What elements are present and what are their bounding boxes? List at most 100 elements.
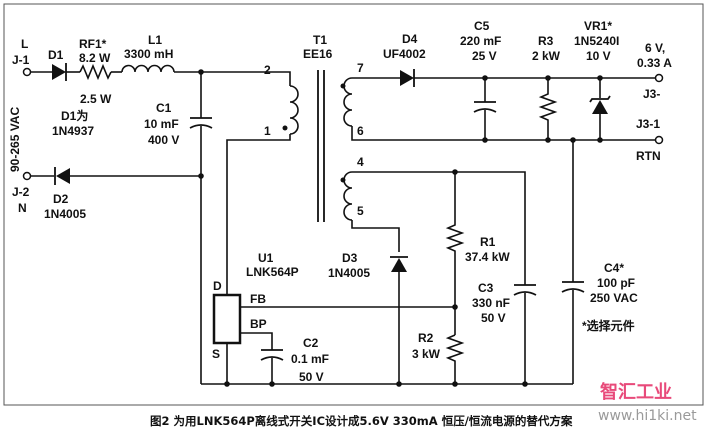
c5-name: C5 — [474, 19, 490, 33]
j3-label: J3- — [643, 87, 660, 101]
j1-letter: L — [21, 37, 28, 51]
inductor-l1 — [121, 64, 175, 73]
wire-pin4 — [352, 171, 526, 285]
r1-value: 37.4 kW — [465, 250, 510, 264]
r3-value: 2 kW — [532, 49, 561, 63]
vac-label: 90-265 VAC — [8, 107, 22, 172]
wire-pin1 — [226, 134, 291, 295]
out-voltage: 6 V, — [645, 41, 665, 55]
transformer-core — [317, 70, 325, 222]
capacitor-c5 — [473, 101, 497, 113]
watermark-url: www.hi1ki.net — [598, 408, 697, 424]
c4-voltage: 250 VAC — [590, 291, 638, 305]
c2-value: 0.1 mF — [291, 352, 329, 366]
terminal-j2 — [22, 171, 32, 181]
wire-bp — [240, 332, 273, 350]
c1-name: C1 — [156, 101, 172, 115]
j2-letter: N — [18, 201, 27, 215]
pin-d-label: D — [213, 279, 222, 293]
vr1-voltage: 10 V — [586, 49, 611, 63]
junction-c1-bottom — [198, 173, 204, 179]
out-current: 0.33 A — [637, 56, 672, 70]
junction-vr1-bottom — [597, 137, 603, 143]
c3-voltage: 50 V — [481, 311, 506, 325]
u1-name: U1 — [258, 251, 274, 265]
c2-name: C2 — [303, 336, 319, 350]
pin6-label: 6 — [357, 124, 364, 138]
vr1-name: VR1* — [584, 19, 612, 33]
figure-caption: 图2 为用LNK564P离线式开关IC设计成5.6V 330mA 恒压/恒流电源… — [150, 414, 573, 428]
r1-name: R1 — [480, 235, 496, 249]
input-terminals: L J-1 J-2 N 90-265 VAC — [8, 37, 32, 215]
j2-label: J-2 — [12, 185, 30, 199]
capacitor-c2 — [260, 349, 284, 361]
d3-name: D3 — [342, 251, 358, 265]
l1-name: L1 — [148, 33, 162, 47]
r2-name: R2 — [418, 331, 434, 345]
pin-s-label: S — [212, 347, 220, 361]
c1-voltage: 400 V — [148, 133, 179, 147]
c5-value: 220 mF — [460, 34, 501, 48]
r3-name: R3 — [538, 34, 554, 48]
watermark-logo: 智汇工业 — [600, 381, 672, 403]
bias-dot — [340, 177, 346, 183]
pin7-label: 7 — [357, 61, 364, 75]
vr1-part: 1N5240I — [574, 34, 619, 48]
c1-value: 10 mF — [144, 117, 179, 131]
pin1-label: 1 — [264, 124, 271, 138]
d1-alt-line1: D1为 — [61, 108, 88, 123]
rtn-label: RTN — [636, 149, 661, 163]
figure-frame — [3, 3, 704, 406]
wire-pin6-return — [351, 126, 655, 141]
c5-voltage: 25 V — [472, 49, 497, 63]
resistor-r3 — [538, 78, 558, 140]
j1-label: J-1 — [12, 53, 30, 67]
c4-value: 100 pF — [597, 276, 635, 290]
c2-voltage: 50 V — [299, 370, 324, 384]
t1-name: T1 — [313, 33, 327, 47]
l1-value: 3300 mH — [124, 47, 173, 61]
u1-part: LNK564P — [246, 265, 299, 279]
c4-name: C4* — [604, 261, 624, 275]
junction-c4-top — [570, 137, 576, 143]
d1-alt-line2: 1N4937 — [52, 124, 94, 138]
primary-dot — [282, 125, 288, 131]
pin2-label: 2 — [264, 63, 271, 77]
rf1-value: 8.2 W — [79, 51, 111, 65]
pin4-label: 4 — [357, 155, 364, 169]
wire-input-rail — [174, 71, 291, 86]
junction-c5-bottom — [482, 137, 488, 143]
d2-name: D2 — [53, 192, 69, 206]
d4-name: D4 — [402, 32, 418, 46]
terminal-rtn — [654, 135, 664, 145]
j3-1-label: J3-1 — [636, 117, 660, 131]
optional-note: *选择元件 — [582, 318, 635, 333]
terminal-j3 — [654, 73, 664, 83]
resistor-r2 — [445, 334, 465, 384]
c3-value: 330 nF — [472, 296, 510, 310]
diode-d4 — [400, 69, 415, 87]
t1-core: EE16 — [303, 47, 333, 61]
secondary-dot — [340, 83, 346, 89]
d1-name: D1 — [48, 48, 64, 62]
r2-value: 3 kW — [412, 347, 441, 361]
pin5-label: 5 — [357, 204, 364, 218]
diode-d2 — [54, 167, 70, 185]
ic-u1 — [212, 293, 242, 345]
capacitor-c1 — [189, 117, 213, 129]
capacitor-c3 — [513, 284, 537, 296]
junction-r3-bottom — [545, 137, 551, 143]
resistor-rf1 — [79, 63, 112, 81]
d4-part: UF4002 — [383, 47, 426, 61]
pin-bp-label: BP — [250, 317, 267, 331]
terminal-j1 — [22, 67, 32, 77]
resistor-r1 — [445, 172, 465, 335]
diode-d1 — [52, 63, 67, 81]
capacitor-c4 — [561, 281, 585, 293]
d3-part: 1N4005 — [328, 266, 370, 280]
c3-name: C3 — [478, 281, 494, 295]
rf1-power: 2.5 W — [80, 92, 112, 106]
transformer-primary — [289, 85, 299, 135]
rf1-name: RF1* — [79, 37, 107, 51]
